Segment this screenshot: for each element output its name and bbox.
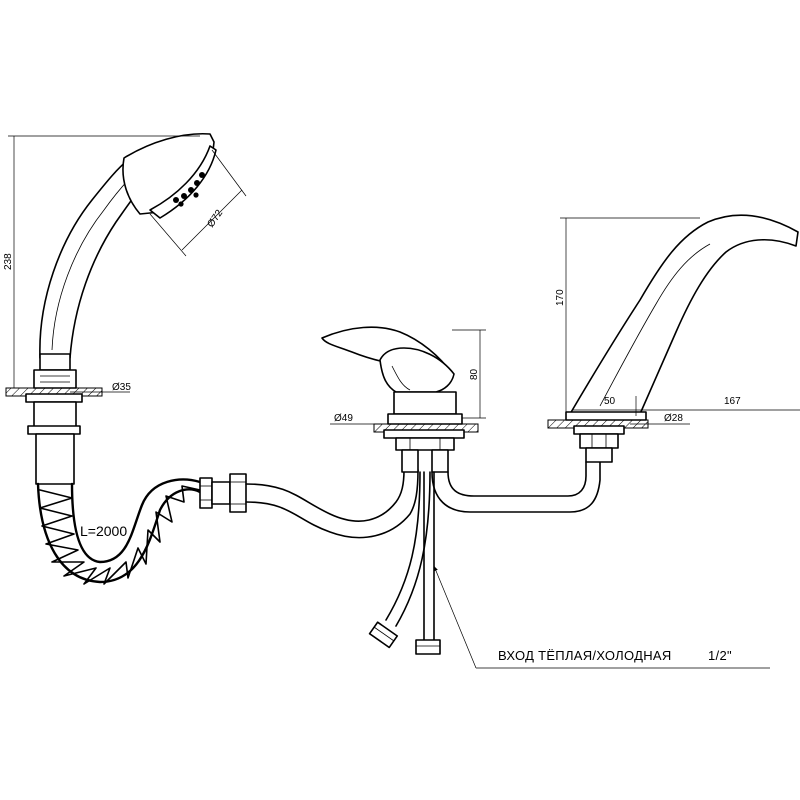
hose-coil [39, 485, 201, 585]
dim-238: 238 [3, 253, 14, 270]
hose-coupling [199, 473, 247, 513]
shower-nozzles [173, 172, 205, 207]
spout-body [569, 214, 799, 415]
hose-length-label: L=2000 [80, 523, 127, 539]
dim-72: Ø72 [205, 208, 225, 230]
spout-supply-pipe [431, 461, 601, 513]
hand-shower [5, 132, 217, 485]
mixer-body [321, 326, 479, 473]
dim-35: Ø35 [112, 382, 131, 393]
shower-supply-pipe [245, 469, 419, 539]
inlet-size: 1/2" [708, 648, 732, 663]
dim-167: 167 [724, 396, 741, 407]
dim-49: Ø49 [334, 413, 353, 424]
dim-170: 170 [555, 289, 566, 306]
inlet-label: ВХОД ТЁПЛАЯ/ХОЛОДНАЯ [498, 648, 672, 663]
dim-50: 50 [604, 396, 616, 407]
shower-hose: L=2000 [36, 478, 202, 585]
spout-dimensions: 170 50 167 Ø28 [555, 217, 800, 425]
mixer-dimensions: 80 Ø49 [330, 329, 486, 425]
inlet-hoses [368, 471, 441, 655]
bath-spout [547, 214, 799, 463]
inlet-callout: ВХОД ТЁПЛАЯ/ХОЛОДНАЯ 1/2" [433, 565, 770, 669]
dim-80: 80 [469, 368, 480, 380]
dim-28: Ø28 [664, 413, 683, 424]
